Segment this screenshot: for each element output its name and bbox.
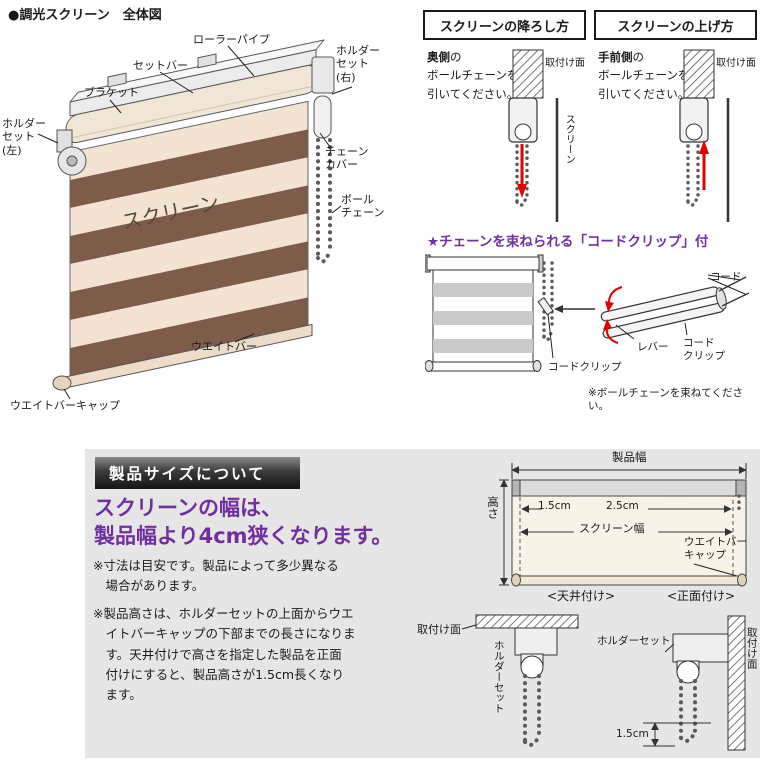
- product-width-label: 製品幅: [612, 450, 647, 464]
- set-bar-label: セットバー: [133, 59, 188, 72]
- lower-box-header: スクリーンの降ろし方: [423, 10, 586, 40]
- size-diagram: [499, 463, 747, 587]
- screen-width-label: スクリーン幅: [579, 522, 645, 535]
- lower-diagram: [508, 49, 559, 222]
- mount-surface-shape: [512, 49, 544, 99]
- lower-instruction-text: の ボールチェーンを 引いてください。: [427, 50, 519, 101]
- front-mount-surface-label: 取付け面: [745, 627, 758, 669]
- holder-right-label: ホルダー セット (右): [336, 44, 380, 84]
- ceiling-holder-shape: [514, 627, 558, 656]
- lever-label: レバー: [637, 341, 669, 353]
- cord-clip-note: ※ボールチェーンを束ねてください。: [588, 387, 743, 412]
- wall-surface-shape: [727, 615, 746, 751]
- raise-diagram: [679, 49, 730, 222]
- holder-bar-shape: [511, 479, 747, 497]
- chain-cover-shape: [313, 95, 332, 139]
- leader-lines: [37, 45, 353, 400]
- raise-box-header: スクリーンの上げ方: [594, 10, 757, 40]
- height-label: 高さ: [486, 496, 501, 519]
- bracket-shape: [197, 53, 217, 69]
- cord-label: コード: [710, 271, 742, 283]
- cord-clip-on-chain: [537, 297, 554, 316]
- lower-screen-label: スクリーン: [563, 114, 575, 164]
- screen-assembly: [63, 39, 325, 389]
- front-holder-shape: [672, 633, 729, 663]
- lower-instruction-emphasis: 奥側: [427, 50, 450, 64]
- squeeze-arrow: [607, 286, 623, 306]
- cord-line: [718, 276, 747, 292]
- lower-mount-label: 取付け面: [545, 58, 585, 69]
- ceiling-holder-set-label: ホルダーセット: [492, 640, 505, 714]
- bracket-shape: [107, 72, 127, 88]
- ceiling-surface-shape: [475, 614, 579, 629]
- overall-diagram-illustration: スクリーン: [37, 39, 353, 400]
- cord-clip-title: ★チェーンを束ねられる「コードクリップ」付: [427, 234, 709, 250]
- ceiling-mount-label: <天井付け>: [547, 589, 616, 603]
- ball-chain-label: ボール チェーン: [341, 193, 385, 220]
- lower-screen-box: スクリーンの降ろし方 奥側の ボールチェーンを 引いてください。 取付け面 スク…: [423, 10, 586, 228]
- roller-pipe-label: ローラーパイプ: [193, 33, 270, 46]
- holder-left-label: ホルダー セット (左): [2, 117, 46, 157]
- holder-right-shape: [311, 56, 335, 94]
- raise-screen-box: スクリーンの上げ方 手前側の ボールチェーンを 引いてください。 取付け面: [594, 10, 757, 228]
- page-title: ●調光スクリーン 全体図: [8, 8, 162, 23]
- weight-bar-label: ウエイトバー: [191, 340, 257, 353]
- gap-left-label: 1.5cm: [538, 500, 571, 512]
- mounting-diagrams: [461, 614, 746, 751]
- size-note-1: ※寸法は目安です。製品によって多少異なる 場合があります。: [93, 558, 339, 594]
- weight-bar-shape: [515, 575, 743, 586]
- front-mount-label: <正面付け>: [667, 589, 736, 603]
- cord-clip-full-label: コードクリップ: [548, 361, 622, 373]
- weight-bar-cap-label: ウエイトバーキャップ: [10, 399, 120, 412]
- bracket-label: ブラケット: [84, 86, 139, 99]
- offset-label: 1.5cm: [616, 728, 649, 740]
- raise-instruction-text: の ボールチェーンを 引いてください。: [598, 50, 690, 101]
- size-headline: スクリーンの幅は、 製品幅より4cm狭くなります。: [94, 496, 393, 549]
- cord-clip-screen-drawing: [425, 254, 595, 372]
- ceiling-mount-surface-label: 取付け面: [417, 623, 461, 636]
- gap-right-label: 2.5cm: [606, 500, 639, 512]
- weight-cap-label: ウエイトバー キャップ: [684, 536, 747, 561]
- size-note-2: ※製品高さは、ホルダーセットの上面からウエ イトバーキャップの下部までの長さにな…: [93, 606, 356, 702]
- raise-instruction: 手前側の ボールチェーンを 引いてください。: [598, 48, 696, 103]
- weight-bar-cap-shape: [52, 375, 72, 391]
- front-holder-set-label: ホルダーセット: [597, 635, 671, 647]
- raise-instruction-emphasis: 手前側: [598, 50, 633, 64]
- weight-bar-cap-shape: [737, 573, 747, 587]
- lower-instruction: 奥側の ボールチェーンを 引いてください。: [427, 48, 525, 103]
- chain-cover-label: チェーン カバー: [325, 145, 369, 172]
- cord-clip-label: コード クリップ: [683, 337, 725, 362]
- size-section-header: 製品サイズについて: [95, 457, 300, 489]
- cord-clip-detail-drawing: [600, 274, 750, 344]
- raise-mount-label: 取付け面: [716, 58, 756, 69]
- mount-surface-shape: [683, 49, 715, 99]
- cord-line: [721, 292, 750, 307]
